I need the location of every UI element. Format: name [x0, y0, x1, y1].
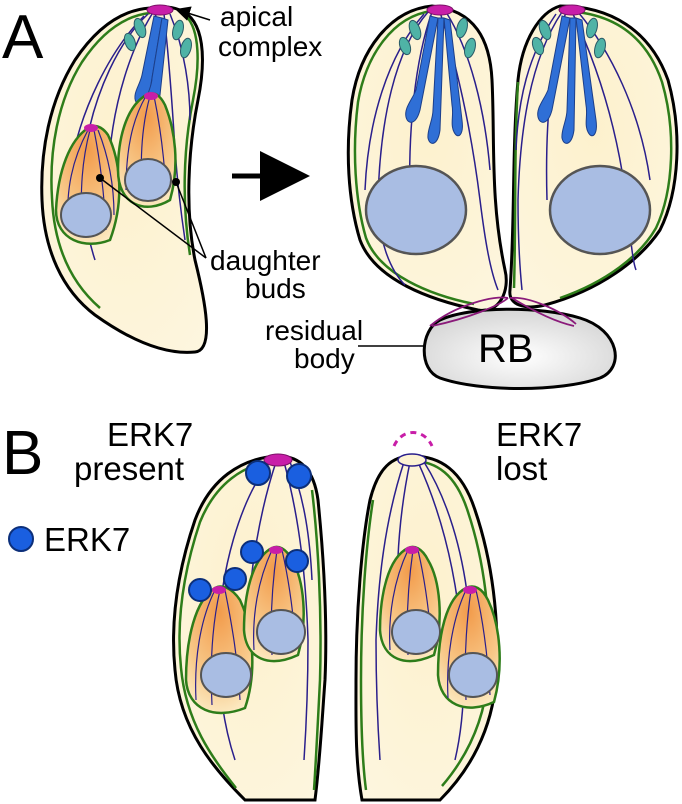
apical-complex	[397, 453, 427, 467]
cell-erk7-present	[172, 453, 328, 802]
daughter-bud-left	[184, 585, 254, 715]
erk7-dot	[188, 578, 212, 602]
label-daughter: daughter	[210, 245, 321, 276]
panel-label-b: B	[2, 419, 43, 488]
nucleus	[448, 652, 498, 698]
nucleus	[60, 192, 112, 238]
apical-complex	[426, 4, 454, 16]
residual-body: RB	[422, 296, 617, 390]
label-body: body	[294, 343, 355, 374]
apical-complex	[146, 4, 174, 16]
daughter-bud-right	[116, 92, 177, 208]
mother-cell-a	[40, 4, 208, 354]
label-erk7-lost-2: lost	[496, 450, 547, 487]
separated-daughter-right	[508, 4, 679, 309]
legend-erk7-dot	[8, 526, 34, 552]
apical-complex	[263, 453, 293, 467]
label-complex: complex	[218, 31, 322, 62]
inner-membrane-complex	[50, 11, 199, 309]
erk7-dot	[245, 460, 271, 486]
daughter-bud-right	[436, 585, 501, 709]
daughter-bud-right	[242, 545, 306, 663]
cell-erk7-lost	[354, 431, 501, 802]
separated-daughter-left	[346, 4, 508, 312]
apical-complex	[558, 4, 586, 16]
erk7-dot	[240, 540, 264, 564]
label-buds: buds	[245, 273, 306, 304]
daughter-bud-left	[54, 124, 121, 245]
lost-erk7-dashed-arc	[392, 431, 434, 447]
nucleus	[391, 609, 441, 655]
label-erk7-present-1: ERK7	[107, 416, 193, 453]
rb-label: RB	[478, 327, 534, 371]
nucleus	[256, 609, 306, 655]
panel-label-a: A	[2, 3, 44, 72]
erk7-markers	[188, 460, 312, 602]
legend-erk7-label: ERK7	[44, 521, 130, 558]
nucleus	[548, 164, 652, 256]
nucleus	[200, 652, 252, 698]
nucleus	[364, 164, 468, 256]
nucleus	[124, 158, 172, 202]
daughter-bud-left	[378, 545, 441, 663]
erk7-dot	[223, 567, 247, 591]
label-erk7-lost-1: ERK7	[496, 416, 582, 453]
label-residual: residual	[265, 315, 363, 346]
micronemes	[123, 17, 192, 59]
legend: ERK7	[8, 521, 130, 558]
erk7-dot	[285, 549, 309, 573]
label-apical: apical	[220, 1, 293, 32]
erk7-dot	[286, 463, 312, 489]
label-erk7-present-2: present	[74, 450, 184, 487]
